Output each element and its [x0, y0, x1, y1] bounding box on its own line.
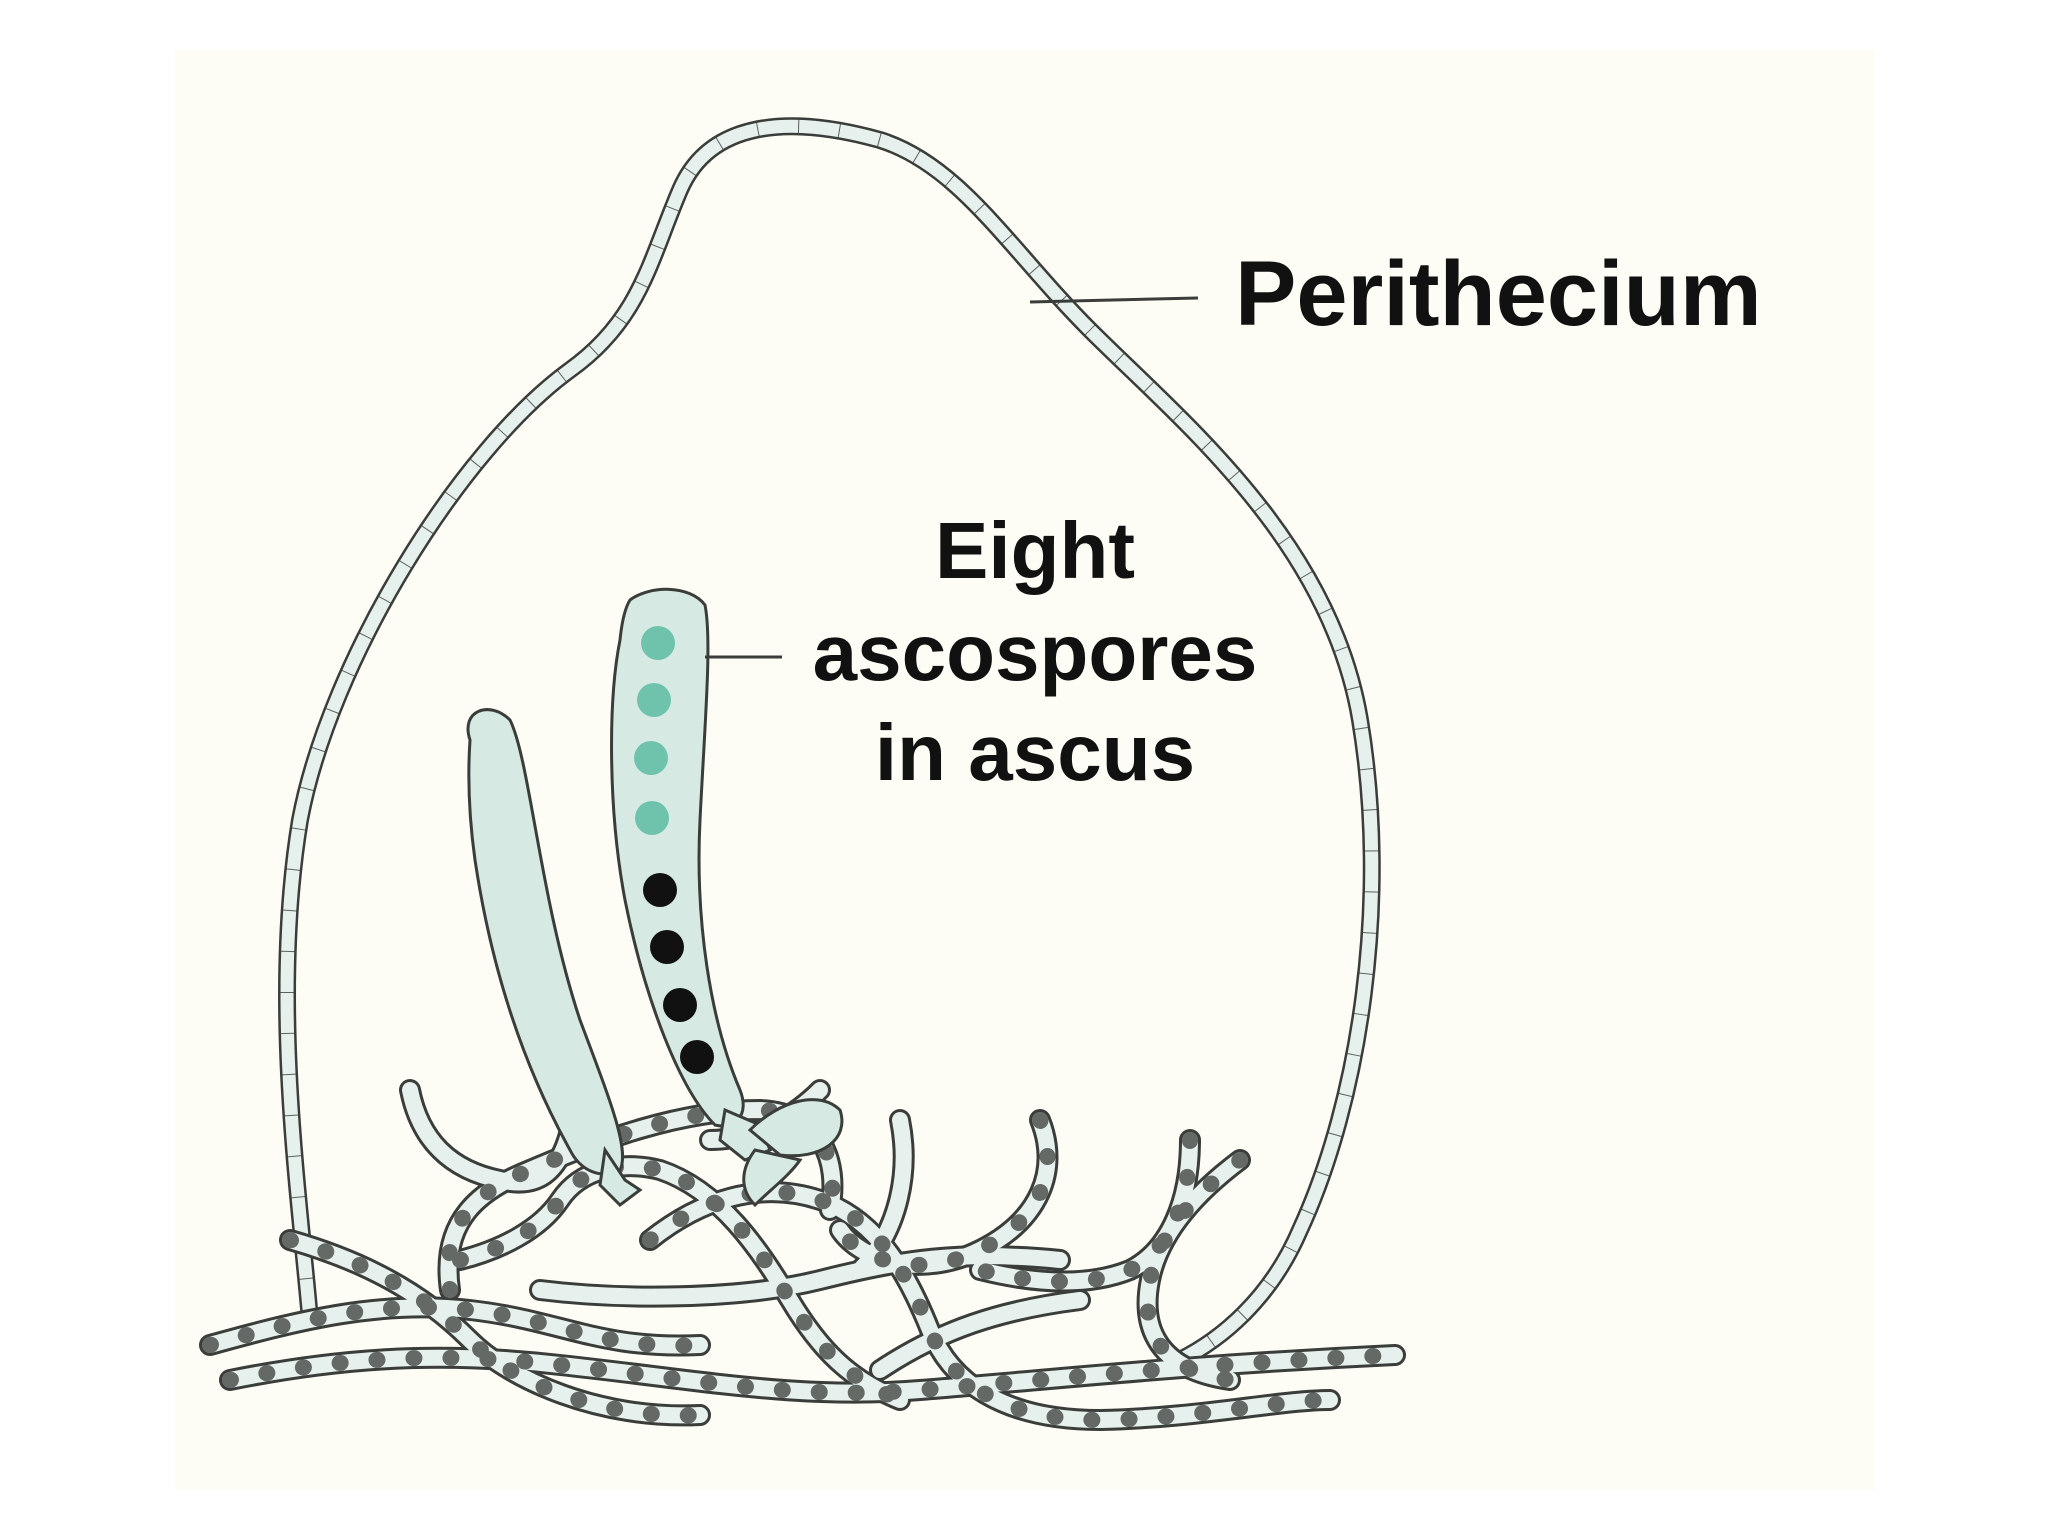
- ascospore-4: [635, 801, 669, 835]
- ascospore-5: [643, 873, 677, 907]
- ascospore-1: [641, 626, 675, 660]
- ascus-label-line-2: ascospores: [813, 608, 1258, 697]
- ascospore-8: [680, 1040, 714, 1074]
- ascus-label-line-3: in ascus: [875, 708, 1195, 797]
- ascospore-6: [650, 930, 684, 964]
- ascospore-7: [663, 988, 697, 1022]
- ascospore-2: [637, 683, 671, 717]
- ascus-label-line-1: Eight: [935, 506, 1135, 595]
- ascospore-3: [634, 741, 668, 775]
- perithecium-label: Perithecium: [1235, 243, 1762, 345]
